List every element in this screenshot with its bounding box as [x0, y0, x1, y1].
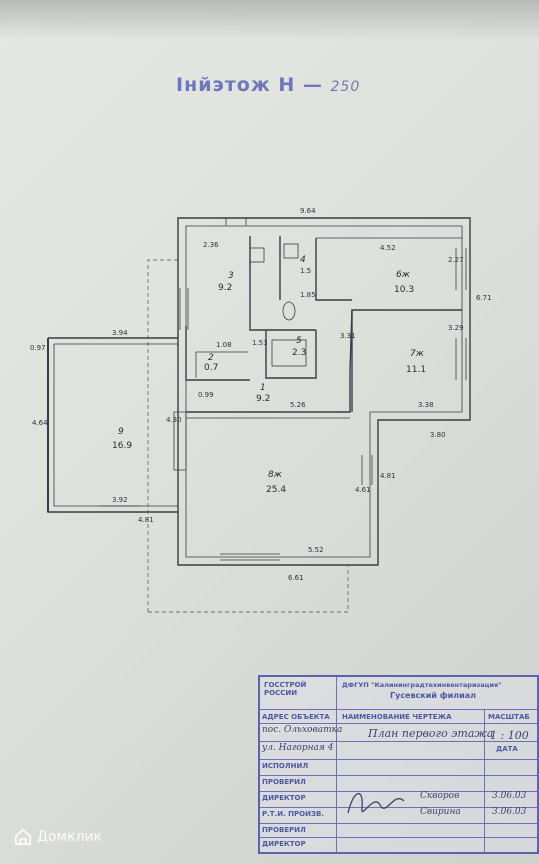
room-7-area: 11.1 [406, 365, 426, 375]
dim-392: 3.92 [112, 496, 128, 504]
stamp-row-line [260, 791, 537, 792]
walls [47, 217, 471, 566]
signer-2: Свирина [420, 807, 461, 817]
dim-153: 1.53 [252, 339, 268, 347]
label-director-2: ДИРЕКТОР [262, 840, 306, 848]
stamp-row-line [260, 741, 537, 742]
address-line-1: пос. Ольховатка [262, 725, 343, 735]
room-9-number: 9 [118, 427, 124, 437]
stamp-divider-1 [336, 677, 337, 852]
dim-097: 0.97 [30, 344, 46, 352]
branch-name: Гусевский филиал [390, 691, 476, 700]
guide-lines [147, 259, 349, 613]
dim-236: 2.36 [203, 241, 219, 249]
domclick-logo-icon [14, 828, 32, 846]
watermark-text: Домклик [37, 829, 103, 845]
label-director: ДИРЕКТОР [262, 794, 306, 802]
floor-header-text: этож Н — [212, 74, 323, 96]
label-address: АДРЕС ОБЪЕКТА [262, 713, 330, 721]
dim-108: 1.08 [216, 341, 232, 349]
dim-526: 5.26 [290, 401, 306, 409]
room-5-number: 5 [296, 336, 302, 346]
label-scale: МАСШТАБ [488, 713, 530, 721]
label-checked: ПРОВЕРИЛ [262, 778, 306, 786]
dim-15: 1.5 [300, 267, 311, 275]
room-6-number: 6ж [396, 270, 411, 280]
scale-value: 1 : 100 [490, 729, 529, 742]
room-6-area: 10.3 [394, 285, 414, 295]
room-8-number: 8ж [268, 470, 283, 480]
room-7-number: 7ж [410, 349, 425, 359]
domclick-watermark: Домклик [14, 828, 102, 846]
dim-671: 6.71 [476, 294, 492, 302]
dim-338: 3.38 [418, 401, 434, 409]
date-2: 3.06.03 [492, 807, 527, 817]
label-checked-2: ПРОВЕРИЛ [262, 826, 306, 834]
room-9-area: 16.9 [112, 441, 132, 451]
room-4-number: 4 [300, 255, 306, 265]
signer-1: Скворов [420, 791, 460, 801]
dim-185: 1.85 [300, 291, 316, 299]
dim-227: 2.27 [448, 256, 464, 264]
dim-380: 3.80 [430, 431, 446, 439]
dim-099: 0.99 [198, 391, 214, 399]
room-3-area: 9.2 [218, 283, 232, 293]
dim-329: 3.29 [448, 324, 464, 332]
dim-452: 4.52 [380, 244, 396, 252]
dim-430: 4.30 [166, 416, 182, 424]
floor-height-handwritten: 250 [330, 79, 361, 95]
dim-552: 5.52 [308, 546, 324, 554]
dim-331: 3.31 [340, 332, 356, 340]
dim-top: 9.64 [300, 207, 316, 215]
stamp-row-line [260, 709, 537, 710]
stamp-row-line [260, 807, 537, 808]
dim-461: 4.61 [355, 486, 371, 494]
label-date: ДАТА [496, 745, 518, 753]
date-1: 3.06.03 [492, 791, 527, 801]
room-1-area: 9.2 [256, 394, 270, 404]
photo-shadow [0, 0, 539, 40]
dim-481: 4.81 [138, 516, 154, 524]
floor-header-prefix: Iнй [176, 74, 213, 96]
label-rti: Р.Т.И. ПРОИЗВ. [262, 810, 324, 818]
title-block-stamp: ГОССТРОЙ РОССИИ ДФГУП "Калининградтехинв… [258, 675, 539, 854]
label-drawing-name: НАИМЕНОВАНИЕ ЧЕРТЕЖА [342, 713, 452, 721]
dim-394: 3.94 [112, 329, 128, 337]
drawing-name: План первого этажа [368, 727, 494, 740]
stamp-row-line [260, 823, 537, 824]
room-5-area: 2.3 [292, 348, 306, 358]
dim-464: 4.64 [32, 419, 48, 427]
signature-scribble [347, 792, 405, 814]
stamp-row-line [260, 837, 537, 838]
org-right: ДФГУП "Калининградтехинвентаризация" [342, 681, 502, 689]
room-2-number: 2 [208, 353, 214, 363]
room-8-area: 25.4 [266, 485, 286, 495]
floor-header-stamp: Iнйэтож Н — 250 [176, 74, 360, 96]
stamp-divider-2 [484, 709, 485, 852]
stamp-row-line [260, 759, 537, 760]
org-left: ГОССТРОЙ РОССИИ [264, 681, 307, 697]
room-3-number: 3 [228, 271, 234, 281]
room-1-number: 1 [260, 383, 266, 393]
label-executed: ИСПОЛНИЛ [262, 762, 309, 770]
stamp-row-line [260, 775, 537, 776]
address-line-2: ул. Нагорная 4 [262, 743, 334, 753]
dim-661: 6.61 [288, 574, 304, 582]
dim-481b: 4.81 [380, 472, 396, 480]
stamp-row-line [260, 723, 537, 724]
room-2-area: 0.7 [204, 363, 218, 373]
